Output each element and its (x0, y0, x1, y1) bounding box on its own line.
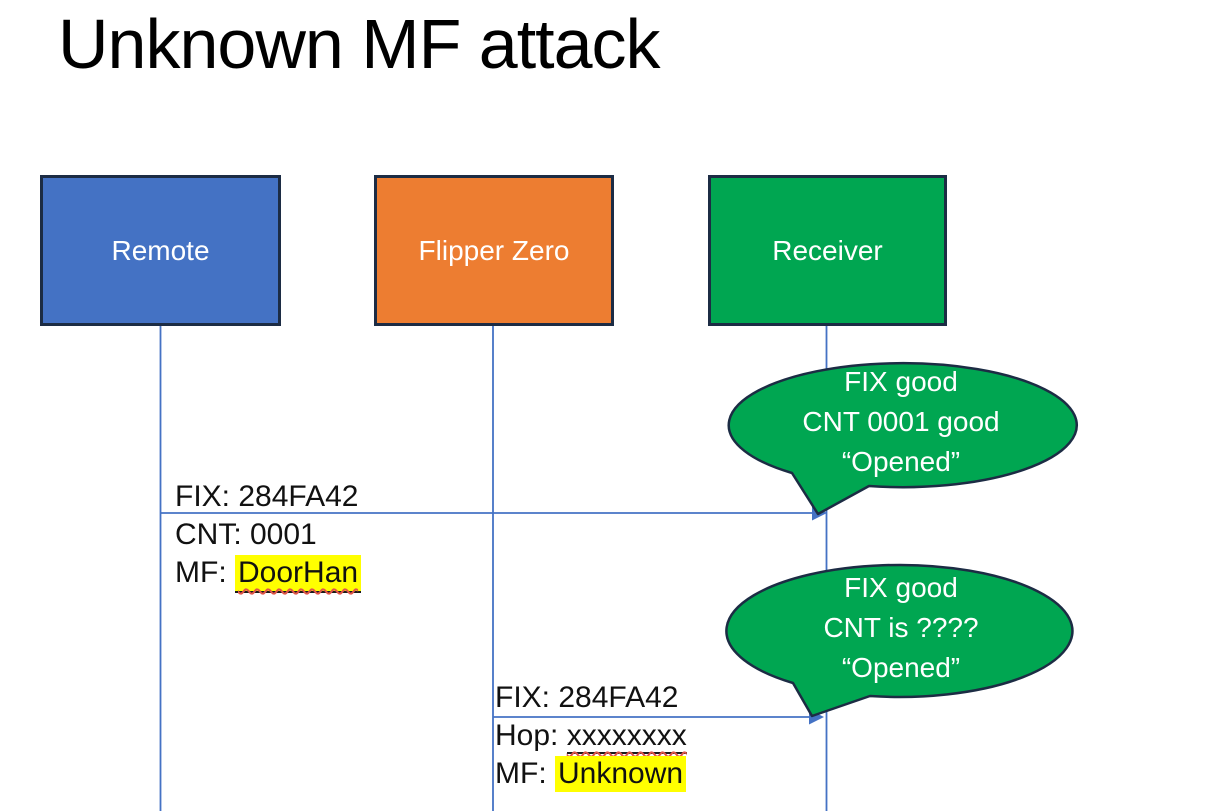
actor-box-flipper-zero: Flipper Zero (374, 175, 614, 326)
message-2-mf-value-highlighted: Unknown (555, 756, 687, 792)
actor-label-receiver: Receiver (772, 234, 883, 266)
page-title: Unknown MF attack (58, 5, 661, 83)
actor-box-receiver: Receiver (708, 175, 947, 326)
actor-label-remote: Remote (111, 234, 210, 266)
actor-label-flipper-zero: Flipper Zero (418, 234, 570, 266)
message-2-hop-row: Hop: xxxxxxxx (495, 717, 687, 755)
callout-2-line-1: FIX good (844, 572, 958, 603)
callout-2-line-3: “Opened” (841, 652, 961, 683)
message-2-fix-row: FIX: 284FA42 (495, 681, 679, 714)
message-2-hop-prefix: Hop: (495, 719, 567, 752)
callout-bubble-1 (727, 361, 1078, 516)
message-2-hop-value: xxxxxxxx (566, 719, 687, 754)
actor-box-remote: Remote (40, 175, 281, 326)
message-2-labels: FIX: 284FA42 Hop: xxxxxxxx MF: Unknown (495, 679, 687, 793)
message-1-mf-row: MF: DoorHan (175, 554, 362, 593)
callout-bubble-2 (725, 563, 1074, 718)
message-2-mf-row: MF: Unknown (495, 755, 687, 793)
callout-1-line-2: CNT 0001 good (802, 406, 1000, 437)
message-1-mf-prefix: MF: (175, 556, 235, 589)
message-1-labels: FIX: 284FA42 CNT: 0001 MF: DoorHan (175, 478, 362, 593)
callout-1-line-1: FIX good (844, 366, 958, 397)
message-1-cnt-row: CNT: 0001 (175, 518, 317, 551)
message-1-fix-row: FIX: 284FA42 (175, 480, 359, 513)
callout-2-text: FIX good CNT is ???? “Opened” (755, 568, 1047, 688)
callout-1-text: FIX good CNT 0001 good “Opened” (755, 362, 1047, 482)
callout-1-line-3: “Opened” (841, 446, 961, 477)
message-1-mf-value-highlighted: DoorHan (235, 555, 362, 593)
message-2-mf-prefix: MF: (495, 757, 555, 790)
callout-2-line-2: CNT is ???? (823, 612, 979, 643)
